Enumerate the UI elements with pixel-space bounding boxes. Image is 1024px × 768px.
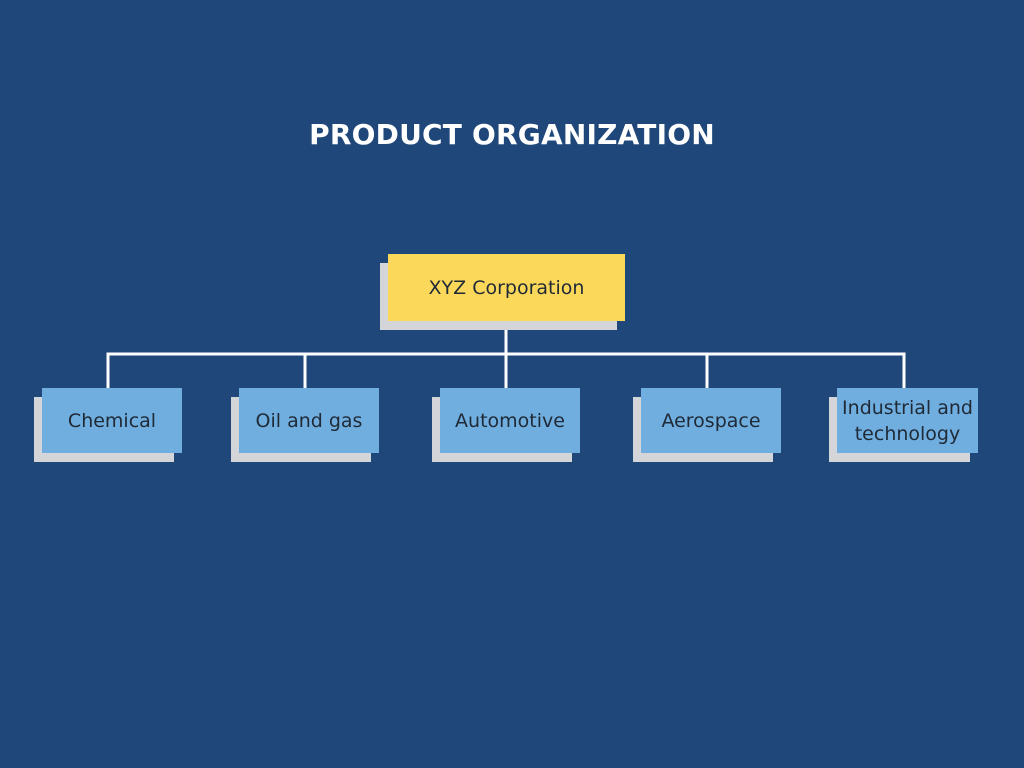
child-node-box: Chemical: [42, 388, 182, 453]
child-node-chemical: Chemical: [34, 388, 182, 462]
child-node-industrial-and-technology: Industrial and technology: [829, 388, 978, 462]
child-node-label: Industrial and technology: [842, 396, 973, 445]
child-node-label: Aerospace: [661, 409, 761, 432]
child-node-label: Chemical: [67, 409, 157, 432]
child-node-oil-and-gas: Oil and gas: [231, 388, 379, 462]
child-node-label: Automotive: [455, 409, 565, 432]
root-node: XYZ Corporation: [380, 254, 625, 330]
child-node-automotive: Automotive: [432, 388, 580, 462]
child-node-aerospace: Aerospace: [633, 388, 781, 462]
child-node-box: Automotive: [440, 388, 580, 453]
root-node-label: XYZ Corporation: [428, 276, 585, 299]
child-node-box: Industrial and technology: [837, 388, 978, 453]
child-node-box: Aerospace: [641, 388, 781, 453]
child-node-box: Oil and gas: [239, 388, 379, 453]
child-node-label: Oil and gas: [255, 409, 363, 432]
page-title: PRODUCT ORGANIZATION: [309, 118, 715, 151]
root-node-box: XYZ Corporation: [388, 254, 625, 321]
